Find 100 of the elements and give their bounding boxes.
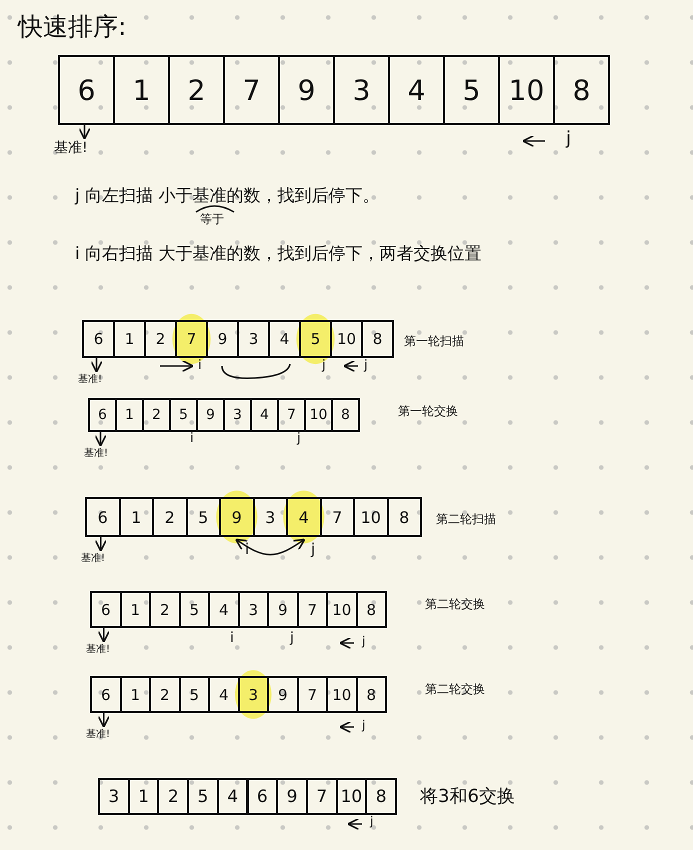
array-cell: 4 bbox=[216, 778, 248, 815]
array-cell: 2 bbox=[144, 320, 177, 358]
array-cell: 10 bbox=[330, 320, 363, 358]
array-cell: 1 bbox=[115, 398, 144, 432]
pivot-label: 基准! bbox=[81, 551, 106, 565]
array-cell: 8 bbox=[361, 320, 394, 358]
array-cell: 7 bbox=[296, 676, 328, 713]
array-cell: 2 bbox=[157, 778, 190, 815]
title: 快速排序: bbox=[18, 11, 126, 43]
array-cell: 7 bbox=[320, 497, 355, 537]
array-cell: 7 bbox=[306, 778, 338, 815]
array-cell: 9 bbox=[267, 676, 298, 713]
array-cell: 2 bbox=[168, 55, 225, 125]
pivot-label: 基准! bbox=[86, 642, 110, 656]
step-label: 第二轮扫描 bbox=[436, 511, 496, 528]
arrow bbox=[94, 432, 107, 447]
pointer-label: i bbox=[230, 630, 234, 646]
array-cell: 1 bbox=[113, 55, 170, 125]
array-cell: 4 bbox=[388, 55, 445, 125]
pointer-label: j bbox=[311, 540, 316, 558]
array-cell: 5 bbox=[443, 55, 500, 125]
arrow bbox=[235, 538, 306, 556]
array-cell: 1 bbox=[120, 591, 151, 628]
array-cell: 5 bbox=[178, 591, 210, 628]
step-label: 第一轮交换 bbox=[398, 403, 458, 420]
pointer-label: j bbox=[370, 814, 374, 828]
pointer-label: j bbox=[362, 718, 366, 732]
array-cell: 2 bbox=[152, 497, 188, 537]
arrow bbox=[98, 628, 110, 643]
array-cell: 3 bbox=[252, 497, 288, 537]
note-text: 等于 bbox=[200, 211, 224, 228]
pointer-label: j bbox=[290, 630, 294, 646]
pivot-label: 基准! bbox=[86, 727, 110, 741]
pointer-label: j bbox=[364, 358, 368, 373]
note-text: j 向左扫描 小于基准的数，找到后停下。 bbox=[75, 185, 380, 207]
array-cell: 6 bbox=[90, 591, 122, 628]
array-cell: 2 bbox=[142, 398, 171, 432]
array-cell: 7 bbox=[296, 591, 328, 628]
array-cell: 3 bbox=[98, 778, 130, 815]
array-cell: 5 bbox=[186, 497, 221, 537]
array-cell: 10 bbox=[326, 676, 358, 713]
pivot-label: 基准! bbox=[84, 446, 108, 460]
note-text: i 向右扫描 大于基准的数，找到后停下，两者交换位置 bbox=[75, 243, 482, 265]
arrow bbox=[90, 358, 103, 373]
array-cell: 3 bbox=[333, 55, 390, 125]
array-cell: 4 bbox=[208, 591, 240, 628]
array-cell: 6 bbox=[90, 676, 122, 713]
pointer-label: j bbox=[566, 128, 572, 149]
step-label: 第一轮扫描 bbox=[404, 333, 464, 350]
step-label: 将3和6交换 bbox=[420, 785, 515, 808]
array-cell: 10 bbox=[336, 778, 368, 815]
array-cell: 10 bbox=[304, 398, 333, 432]
array-cell: 7 bbox=[175, 320, 208, 358]
array-cell: 1 bbox=[118, 497, 154, 537]
array-cell: 4 bbox=[208, 676, 240, 713]
array-cell: 7 bbox=[223, 55, 280, 125]
array-cell: 4 bbox=[268, 320, 301, 358]
array-cell: 5 bbox=[299, 320, 332, 358]
array-cell: 10 bbox=[326, 591, 358, 628]
array-cell: 1 bbox=[120, 676, 151, 713]
array-cell: 8 bbox=[365, 778, 397, 815]
array-cell: 4 bbox=[286, 497, 322, 537]
array-cell: 9 bbox=[196, 398, 225, 432]
step-label: 第二轮交换 bbox=[425, 681, 485, 698]
array-cell: 1 bbox=[113, 320, 146, 358]
array-cell: 4 bbox=[250, 398, 279, 432]
array-cell: 9 bbox=[206, 320, 239, 358]
pointer-label: i bbox=[198, 358, 202, 373]
arrow bbox=[98, 713, 110, 728]
array-cell: 3 bbox=[238, 676, 269, 713]
array-cell: 6 bbox=[85, 497, 120, 537]
array-cell: 2 bbox=[149, 676, 180, 713]
array-cell: 8 bbox=[386, 497, 422, 537]
pointer-label: i bbox=[190, 431, 194, 446]
array-cell: 6 bbox=[58, 55, 115, 125]
array-cell: 6 bbox=[246, 778, 278, 815]
array-cell: 1 bbox=[128, 778, 160, 815]
pointer-label: j bbox=[362, 634, 366, 648]
array-cell: 8 bbox=[356, 591, 387, 628]
array-cell: 9 bbox=[267, 591, 298, 628]
array-cell: 9 bbox=[278, 55, 335, 125]
array-cell: 3 bbox=[237, 320, 270, 358]
array-cell: 10 bbox=[498, 55, 555, 125]
arrow bbox=[78, 125, 91, 140]
pointer-label: j bbox=[322, 358, 326, 373]
array-cell: 6 bbox=[88, 398, 117, 432]
array-cell: 7 bbox=[277, 398, 306, 432]
array-cell: 2 bbox=[149, 591, 180, 628]
pivot-label: 基准! bbox=[78, 372, 102, 386]
arrow bbox=[94, 537, 107, 552]
array-cell: 5 bbox=[187, 778, 219, 815]
array-cell: 9 bbox=[219, 497, 254, 537]
array-cell: 8 bbox=[331, 398, 360, 432]
array-cell: 6 bbox=[82, 320, 115, 358]
array-cell: 3 bbox=[238, 591, 269, 628]
step-label: 第二轮交换 bbox=[425, 596, 485, 613]
pointer-label: j bbox=[297, 431, 301, 446]
array-cell: 10 bbox=[353, 497, 388, 537]
array-cell: 3 bbox=[223, 398, 252, 432]
array-cell: 5 bbox=[178, 676, 210, 713]
